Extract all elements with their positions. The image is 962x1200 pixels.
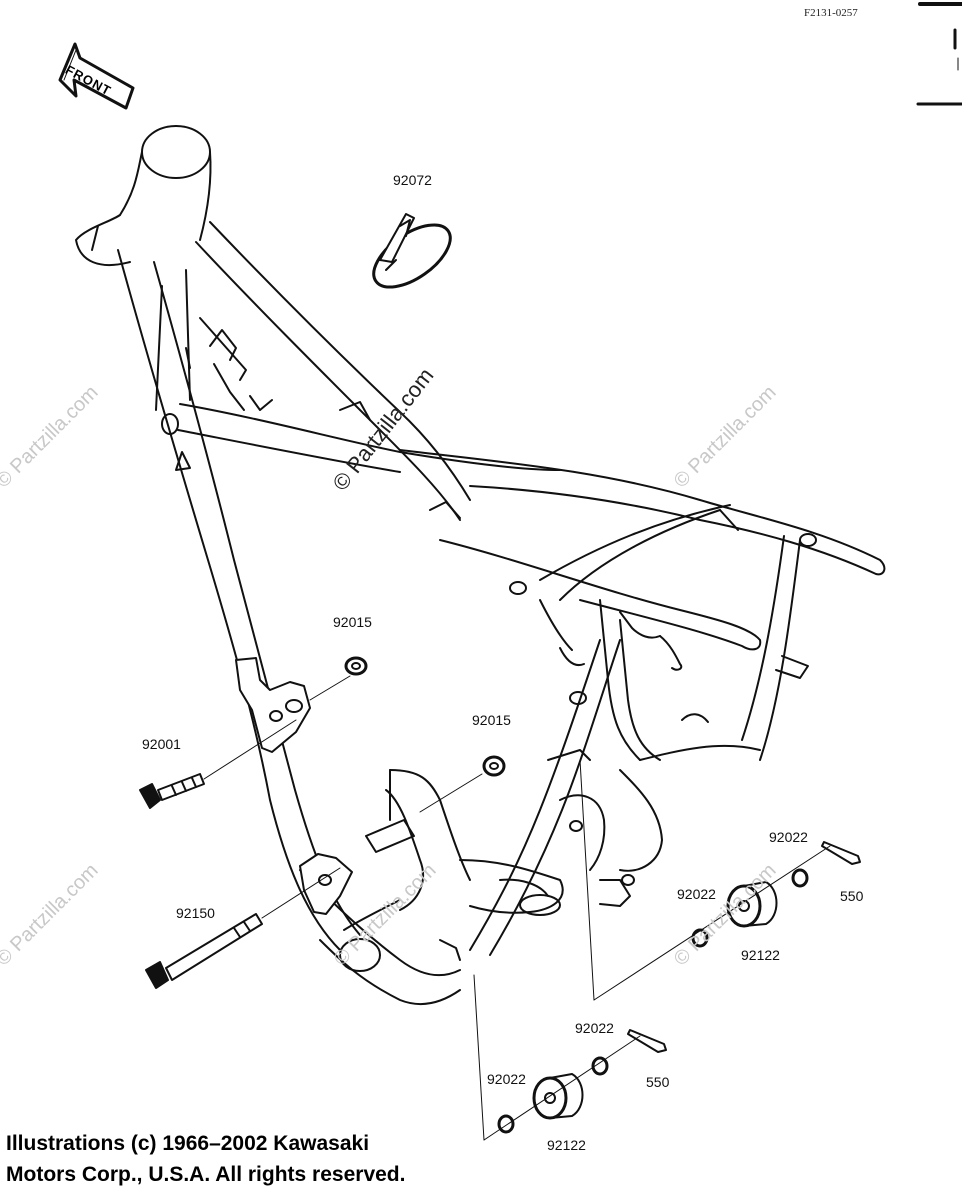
part-label-92022-right-a: 92022: [677, 886, 716, 902]
swingarm-pivot-area: [459, 749, 635, 916]
rubber-damper-92122-lower-icon: [532, 1073, 584, 1120]
washer-92022-right-a-icon: [691, 928, 709, 948]
engine-mount-plate-front: [235, 657, 311, 753]
part-label-550-right: 550: [840, 888, 864, 904]
part-label-92122-right: 92122: [741, 947, 780, 963]
lower-mount-drop-line: [473, 974, 485, 1141]
front-down-tube: [117, 249, 361, 951]
cotter-pin-550-lower-icon: [627, 1029, 667, 1053]
front-arrow-icon: [58, 42, 135, 110]
part-label-92022-right-b: 92022: [769, 829, 808, 845]
nut-92015-upper-icon: [309, 656, 368, 701]
part-label-92015-upper: 92015: [333, 614, 372, 630]
diagram-code: F2131-0257: [804, 7, 858, 19]
top-tube: [195, 221, 471, 521]
band-92072-icon: [372, 213, 452, 289]
washer-92022-lower-b-icon: [591, 1056, 609, 1076]
cotter-pin-550-right-icon: [821, 841, 861, 865]
washer-92022-right-b-icon: [791, 868, 809, 888]
right-mount-axis-line: [593, 845, 831, 1001]
bolt-92150-icon: [145, 867, 341, 989]
right-mount-drop-line: [579, 759, 595, 1001]
part-label-550-lower: 550: [646, 1074, 670, 1090]
copyright-line-2: Motors Corp., U.S.A. All rights reserved…: [6, 1163, 406, 1186]
seat-rails: [399, 449, 886, 761]
rear-frame-tubes: [599, 599, 761, 872]
part-label-92022-lower-b: 92022: [575, 1020, 614, 1036]
part-label-92001: 92001: [142, 736, 181, 752]
part-label-92150: 92150: [176, 905, 215, 921]
washer-92022-lower-a-icon: [497, 1114, 515, 1134]
part-label-92015-lower: 92015: [472, 712, 511, 728]
seat-down-tube: [469, 599, 621, 956]
head-gusset: [185, 317, 273, 411]
copyright-line-1: Illustrations (c) 1966–2002 Kawasaki: [6, 1132, 370, 1155]
nut-92015-lower-icon: [419, 755, 506, 813]
part-label-92022-lower-a: 92022: [487, 1071, 526, 1087]
lower-mount-axis-line: [483, 1035, 641, 1141]
copyright-notice: Illustrations (c) 1966–2002 Kawasaki Mot…: [6, 1128, 405, 1190]
cross-brace-tube: [177, 403, 561, 473]
bolt-92001-icon: [139, 719, 297, 809]
rubber-damper-92122-right-icon: [726, 881, 778, 928]
part-label-92122-lower: 92122: [547, 1137, 586, 1153]
part-label-92072: 92072: [393, 172, 432, 188]
page-corner-marks: [916, 2, 962, 106]
steering-head: [75, 125, 212, 266]
